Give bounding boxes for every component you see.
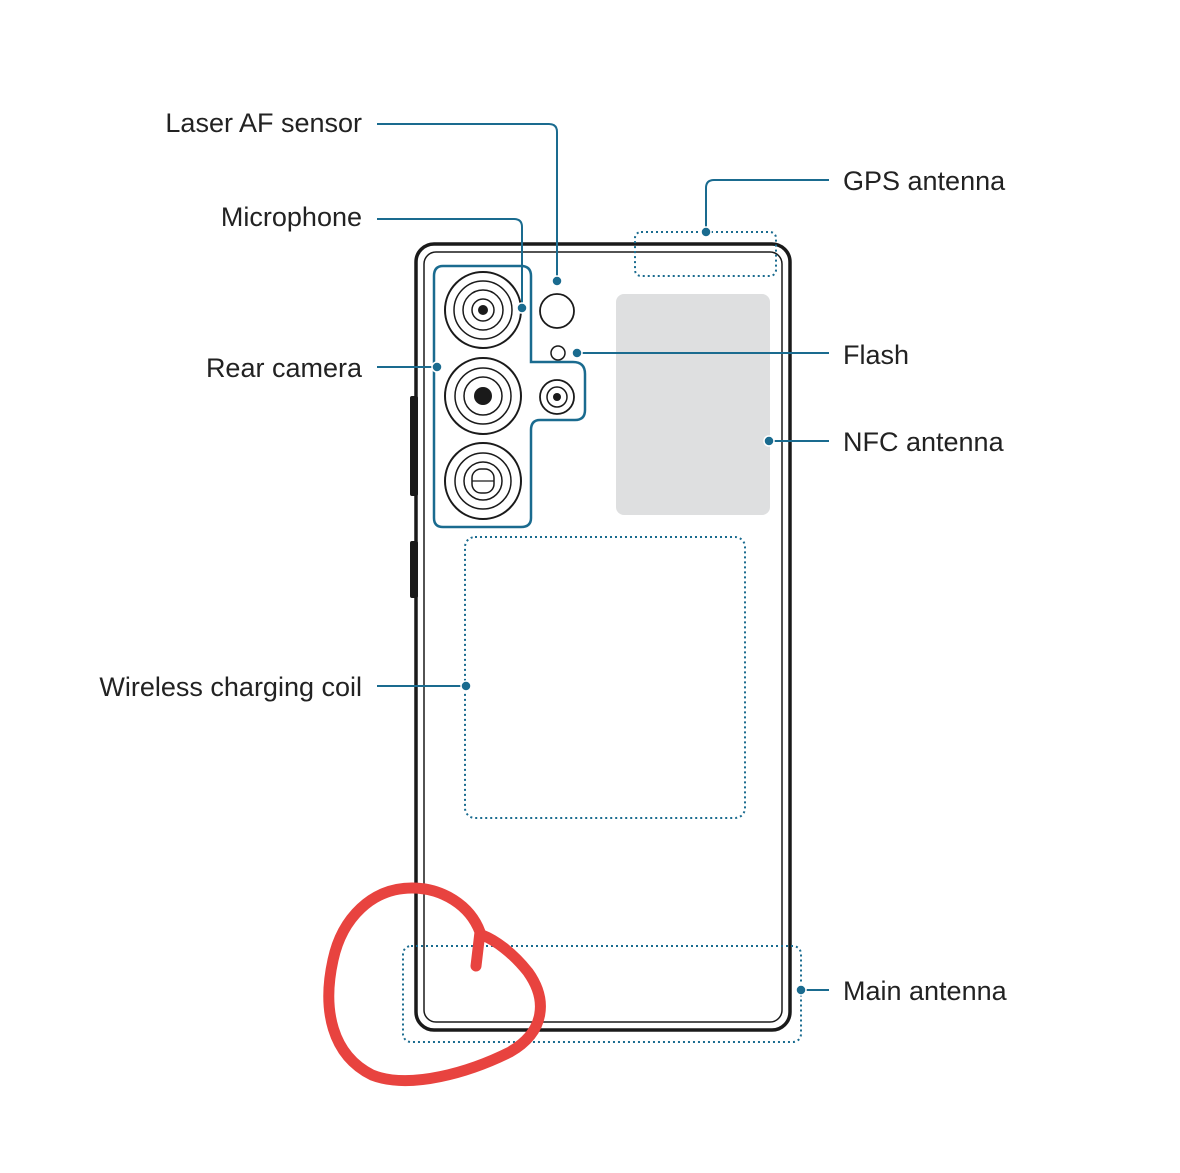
phone-body	[410, 242, 792, 1032]
label-gps-antenna: GPS antenna	[843, 166, 1006, 196]
rear-camera-lens-middle	[444, 357, 522, 435]
main-antenna-area	[402, 945, 802, 1043]
laser-af-sensor	[539, 293, 575, 329]
wireless-charging-coil-area	[464, 536, 746, 819]
volume-button	[410, 396, 418, 496]
flash	[550, 345, 566, 361]
label-wireless-charging-coil: Wireless charging coil	[99, 672, 362, 702]
callout-dots	[431, 226, 807, 996]
nfc-antenna-area	[616, 294, 770, 515]
label-laser-af-sensor: Laser AF sensor	[165, 108, 362, 138]
rear-camera-lens-bottom	[444, 442, 522, 520]
label-flash: Flash	[843, 340, 909, 370]
rear-camera-lens-top	[444, 271, 522, 349]
label-nfc-antenna: NFC antenna	[843, 427, 1005, 457]
power-button	[410, 541, 418, 598]
label-microphone: Microphone	[221, 202, 362, 232]
camera-module-outline	[432, 264, 587, 529]
label-main-antenna: Main antenna	[843, 976, 1008, 1006]
red-annotation-circle	[323, 882, 546, 1086]
gps-antenna-area	[634, 231, 777, 277]
label-rear-camera: Rear camera	[206, 353, 363, 383]
callout-lines	[377, 123, 829, 991]
rear-camera-lens-small	[539, 379, 575, 415]
